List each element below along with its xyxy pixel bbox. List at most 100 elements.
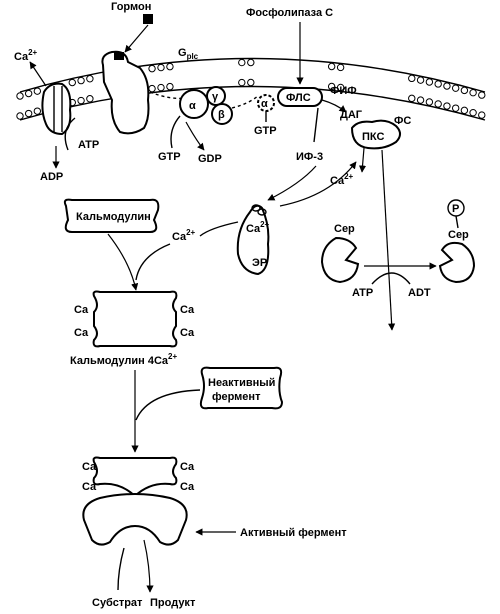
ca-to-pkc-arrow <box>279 161 357 207</box>
cell-membrane <box>16 57 486 121</box>
fs-label: ФС <box>394 115 411 127</box>
phosphate-label: P <box>452 203 459 215</box>
calmodulin-down-arrow <box>107 233 139 291</box>
ca-out-label: Ca2+ <box>14 48 38 63</box>
lipid-head <box>16 92 24 100</box>
lipid-head <box>247 58 255 67</box>
atp-bottom-label: ATP <box>352 287 373 299</box>
lipid-head <box>478 111 486 119</box>
calmodulin-shape <box>63 198 160 233</box>
g-alpha-subunit <box>179 89 209 119</box>
gtp-left-label: GTP <box>158 151 181 163</box>
calmodulin-enzyme-complex <box>92 456 178 498</box>
fif-dag-arrow <box>321 99 347 113</box>
lipid-head <box>148 84 156 93</box>
calmodulin-4ca-label: Кальмодулин 4Ca2+ <box>70 352 177 367</box>
gtp-mid-label: GTP <box>254 125 277 137</box>
lipid-head <box>434 80 442 88</box>
ca-er-label: Ca2+ <box>246 220 270 235</box>
lipid-head <box>148 64 156 73</box>
flc-if3-line <box>313 107 319 143</box>
adt-label: ADT <box>408 287 431 299</box>
er-ca-line <box>199 221 239 237</box>
flc-label: ФЛС <box>286 92 311 104</box>
beta-label: β <box>218 109 225 121</box>
lipid-head <box>86 95 94 103</box>
lipid-head <box>77 96 85 105</box>
ser-left-label: Сер <box>334 223 355 235</box>
lipid-head <box>157 83 165 92</box>
calmodulin-label: Кальмодулин <box>76 211 151 223</box>
phosphate-link <box>455 215 459 229</box>
ca-6: Ca <box>82 481 97 493</box>
fif-label: ФИФ <box>330 85 357 97</box>
lipid-head <box>460 86 469 95</box>
lipid-head <box>443 102 451 110</box>
lipid-head <box>24 89 33 98</box>
lipid-head <box>408 94 416 103</box>
g-beta-subunit <box>211 103 233 125</box>
active-enzyme <box>82 493 188 546</box>
ca-1: Ca <box>74 304 89 316</box>
lipid-head <box>68 78 76 87</box>
lipid-head <box>33 107 42 115</box>
hormone: Гормон <box>111 1 153 24</box>
lipid-head <box>238 58 246 67</box>
lipid-head <box>16 112 24 120</box>
lipid-head <box>166 62 174 71</box>
pkc-down-arrow <box>358 147 367 173</box>
ca-right-label: Ca2+ <box>330 172 354 187</box>
pkc-enzyme <box>350 119 401 150</box>
inactive-label-1: Неактивный <box>208 377 275 389</box>
adp-label: ADP <box>40 171 63 183</box>
inactive-label-2: фермент <box>212 391 261 403</box>
ca-3: Ca <box>180 304 195 316</box>
lipid-head <box>408 74 416 83</box>
lipid-head <box>327 62 336 71</box>
inactive-join-curve <box>135 389 201 421</box>
dag-label: ДАГ <box>340 109 363 121</box>
alpha-flc-link <box>231 95 259 109</box>
lipid-head <box>77 76 85 85</box>
lipid-head <box>33 87 42 95</box>
lipid-head <box>460 106 469 115</box>
ca-2: Ca <box>74 327 89 339</box>
pkc-label: ПКС <box>362 131 384 143</box>
calcium-channel <box>41 82 72 136</box>
lipid-head <box>336 63 345 72</box>
lipid-head <box>416 76 425 84</box>
lipid-head <box>336 83 345 92</box>
active-enzyme-label: Активный фермент <box>240 527 347 539</box>
lipid-head <box>24 109 33 118</box>
ser-right-label: Сер <box>448 229 469 241</box>
lipid-head <box>238 78 246 87</box>
receptor <box>101 50 150 135</box>
phospholipase-label: Фосфолипаза С <box>246 7 333 19</box>
lipid-head <box>166 82 174 91</box>
alpha-label: α <box>189 100 196 112</box>
ca-join-curve <box>135 243 171 281</box>
ca-4: Ca <box>180 327 195 339</box>
er-label: ЭР <box>252 257 267 269</box>
if3-label: ИФ-3 <box>296 151 323 163</box>
gtp-curve <box>170 115 181 149</box>
er-channel-2 <box>257 208 267 216</box>
lipid-head <box>451 84 460 92</box>
substrate-line <box>117 547 125 591</box>
hormone-arrow <box>124 24 149 53</box>
lipid-head <box>478 91 486 99</box>
receptor-gprotein-link <box>149 91 187 100</box>
lipid-head <box>416 96 425 104</box>
substrate-protein-right <box>438 241 476 284</box>
ca-8: Ca <box>180 481 195 493</box>
ca-5: Ca <box>82 461 97 473</box>
alpha-2-label: α <box>261 98 268 110</box>
lipid-head <box>443 82 451 90</box>
gplc-label: Gplc <box>178 47 199 61</box>
substrate-protein-left <box>320 236 360 284</box>
pkc-to-ser-arrow <box>381 149 396 331</box>
product-label: Продукт <box>150 597 196 609</box>
ca-7: Ca <box>180 461 195 473</box>
